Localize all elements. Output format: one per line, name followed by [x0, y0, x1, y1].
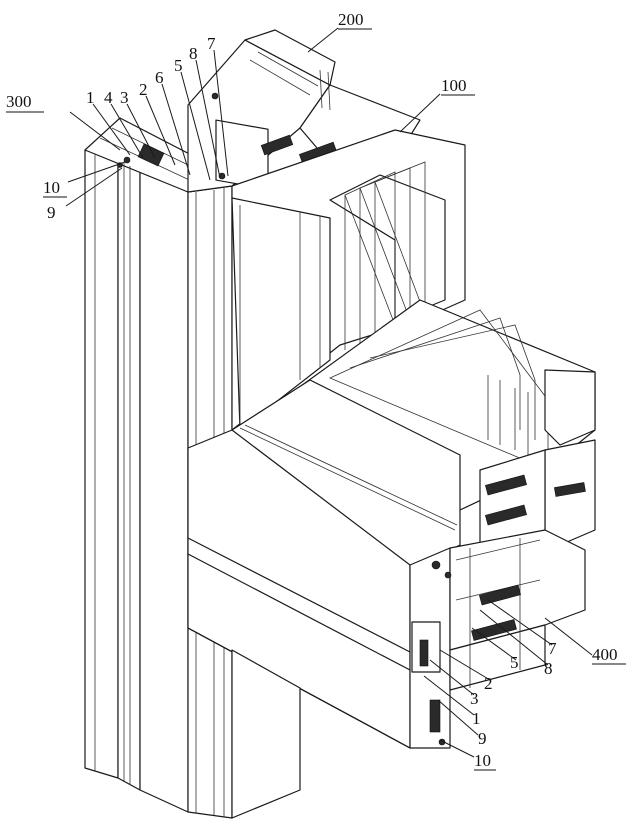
label-5-top: 5 — [174, 56, 183, 75]
label-3-top: 3 — [120, 88, 129, 107]
label-9-top: 9 — [47, 203, 56, 222]
label-400: 400 — [592, 645, 618, 664]
label-300: 300 — [6, 92, 32, 111]
label-10-bottom: 10 — [474, 751, 491, 770]
label-8-top: 8 — [189, 44, 198, 63]
label-6-top: 6 — [155, 68, 164, 87]
label-7-bottom: 7 — [548, 639, 557, 658]
label-8-bottom: 8 — [544, 659, 553, 678]
label-1-top: 1 — [86, 88, 95, 107]
label-2-top: 2 — [139, 80, 148, 99]
label-5-bottom: 5 — [510, 653, 519, 672]
label-1-bottom: 1 — [472, 709, 481, 728]
label-9-bottom: 9 — [478, 729, 487, 748]
label-2-bottom: 2 — [484, 674, 493, 693]
label-200: 200 — [338, 10, 364, 29]
label-4-top: 4 — [104, 88, 113, 107]
label-3-bottom: 3 — [470, 689, 479, 708]
label-10-top: 10 — [43, 178, 60, 197]
label-100: 100 — [441, 76, 467, 95]
label-7-top: 7 — [207, 34, 216, 53]
